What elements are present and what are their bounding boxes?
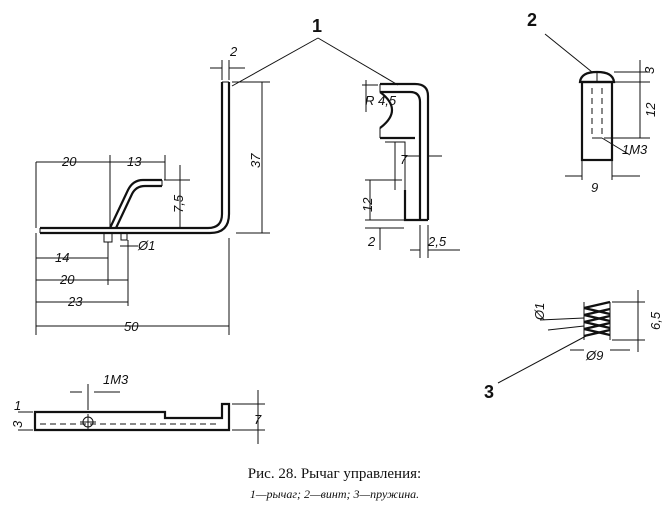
dim-50: 50 xyxy=(124,319,139,334)
dim-7-5: 7,5 xyxy=(171,194,186,213)
dim-m3-bottom: 1M3 xyxy=(103,372,129,387)
front-view-dimension-lines xyxy=(35,37,399,335)
lever-front-view xyxy=(39,81,231,250)
figure-caption-legend: 1—рычаг; 2—винт; 3—пружина. xyxy=(249,487,420,501)
dim-phi1-spring: Ø1 xyxy=(532,303,547,321)
dim-12-side: 12 xyxy=(360,197,375,212)
dim-m3-screw: 1M3 xyxy=(622,142,648,157)
dimension-labels: 1 2 3 2 37 20 13 7,5 14 Ø1 20 23 50 R 4,… xyxy=(10,10,663,428)
callout-2: 2 xyxy=(527,10,537,30)
dim-37: 37 xyxy=(248,153,263,168)
callout-1: 1 xyxy=(312,16,322,36)
dim-7-bottom: 7 xyxy=(254,412,262,427)
dim-phi9-spring: Ø9 xyxy=(585,348,603,363)
dim-9-screw: 9 xyxy=(591,180,598,195)
dim-r4-5: R 4,5 xyxy=(365,93,397,108)
dim-2-top: 2 xyxy=(229,44,238,59)
dim-6-5: 6,5 xyxy=(648,311,663,330)
callout-3: 3 xyxy=(484,382,494,402)
dim-20: 20 xyxy=(61,154,77,169)
lever-plan-view xyxy=(18,384,265,444)
dim-phi1: Ø1 xyxy=(137,238,155,253)
dim-2-side: 2 xyxy=(367,234,376,249)
figure-caption-title: Рис. 28. Рычаг управления: xyxy=(247,466,422,482)
dim-20b: 20 xyxy=(59,272,75,287)
dim-7-side: 7 xyxy=(400,152,408,167)
dim-12-screw: 12 xyxy=(643,102,658,117)
dim-2-5: 2,5 xyxy=(427,234,447,249)
dim-3-screw: 3 xyxy=(642,66,657,74)
lever-side-view xyxy=(362,80,460,258)
dim-23: 23 xyxy=(67,294,83,309)
dim-1-bottom: 1 xyxy=(14,398,21,413)
screw-view xyxy=(544,33,650,180)
dim-13: 13 xyxy=(127,154,142,169)
dim-3-bottom: 3 xyxy=(10,420,25,428)
spring-view xyxy=(497,290,645,384)
dim-14: 14 xyxy=(55,250,69,265)
